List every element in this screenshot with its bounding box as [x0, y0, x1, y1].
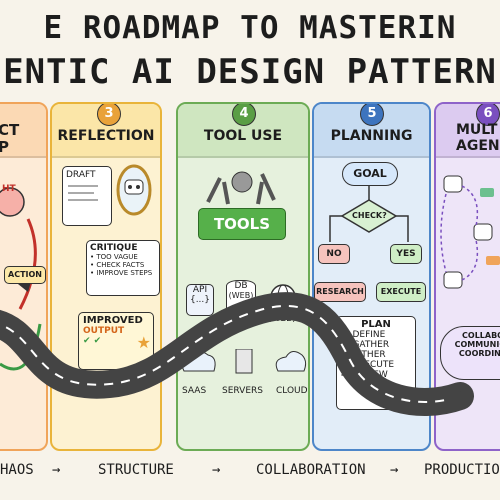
robot-icon-3: [473, 223, 493, 241]
react-action-box: ACTION: [4, 266, 46, 284]
goal-node: GOAL: [342, 162, 398, 186]
progression-line: HAOS → STRUCTURE → COLLABORATION → PRODU…: [0, 462, 500, 486]
react-loop-drawing: [0, 187, 42, 371]
critique-item: • CHECK FACTS: [90, 261, 145, 269]
collab-line: COLLABO: [462, 331, 500, 340]
progression-step: STRUCTURE: [98, 462, 174, 478]
progression-step: PRODUCTIO: [424, 462, 500, 478]
tools-drawing: [206, 171, 276, 205]
page-title-line-1: E ROADMAP TO MASTERIN: [43, 10, 457, 46]
mirror-robot-icon: [116, 164, 152, 216]
robot-icon-2: [443, 271, 463, 289]
cloud-icon: [181, 351, 216, 372]
api-label: API: [192, 285, 208, 295]
draft-document: DRAFT: [62, 166, 112, 226]
progression-arrow: →: [52, 462, 61, 478]
progression-arrow: →: [212, 462, 221, 478]
robot-icon: [443, 175, 463, 193]
plan-item: 1. DEFINE: [341, 330, 386, 340]
step-number-4: 4: [232, 104, 256, 126]
gear-icon: [231, 171, 253, 193]
web-label: (WEB): [228, 291, 254, 300]
web-label-2: (WEB): [268, 314, 296, 324]
brain-icon: [0, 187, 25, 217]
chat-bubble-icon: [480, 188, 494, 197]
draft-label: DRAFT: [66, 170, 96, 180]
flowchart-arrows: [329, 186, 409, 242]
critique-title: CRITIQUE: [90, 243, 138, 253]
plan-item: GATHER: [349, 350, 386, 360]
check-label: CHECK?: [352, 211, 387, 220]
critique-item: • TOO VAGUE: [90, 253, 138, 261]
panel-multi-agent: 6 MULT AGEN COLLABO COMMUNICA COORDINA: [434, 102, 500, 451]
panel-react-title: CT P: [0, 121, 20, 156]
chat-bubble-icon-2: [486, 256, 500, 265]
critique-item: • IMPROVE STEPS: [90, 269, 153, 277]
execute-node: EXECUTE: [376, 282, 426, 302]
panel-planning-title: PLANNING: [330, 128, 413, 144]
panel-multi-agent-title: MULT AGEN: [456, 122, 500, 154]
plan-title: PLAN: [361, 319, 391, 330]
panel-react: CT P HT ACTION: [0, 102, 48, 451]
step-number-3: 3: [97, 104, 121, 126]
api-sub-label: {...}: [189, 295, 211, 305]
plan-item: 3. EXECUTE: [341, 360, 395, 370]
progression-step: HAOS: [0, 462, 34, 478]
infra-icons: [181, 349, 307, 374]
plan-item: 2. GATHER: [341, 340, 390, 350]
star-icon: ★: [136, 333, 151, 352]
plan-item: 4. REVIEW: [341, 370, 388, 380]
panel-tool-use: 4 TOOL USE TOOLS API {...} DB (WEB) (WEB…: [176, 102, 310, 451]
progression-step: COLLABORATION: [256, 462, 366, 478]
panel-planning: 5 PLANNING GOAL CHECK? NO YES RESEARCH E…: [312, 102, 431, 451]
plan-checklist: PLAN 1. DEFINE 2. GATHER GATHER 3. EXECU…: [336, 316, 416, 410]
draft-lines: [68, 185, 98, 201]
panel-tool-use-title: TOOL USE: [203, 128, 283, 144]
saas-label: SAAS: [182, 386, 207, 396]
globe-icon: [270, 284, 296, 310]
loop-arrow-green: [0, 323, 42, 371]
yes-node: YES: [390, 244, 422, 264]
collab-line: COORDINA: [458, 349, 500, 358]
collab-line: COMMUNICA: [454, 340, 500, 349]
step-number-5: 5: [360, 104, 384, 126]
critique-note: CRITIQUE • TOO VAGUE • CHECK FACTS • IMP…: [86, 240, 160, 296]
loop-arrow: [18, 218, 37, 310]
wrench-icon: [206, 173, 276, 205]
improved-label: IMPROVED: [83, 315, 143, 326]
research-node: RESEARCH: [314, 282, 366, 302]
agent-network-drawing: [440, 175, 500, 289]
progression-arrow: →: [390, 462, 399, 478]
db-tool: DB (WEB): [226, 280, 256, 316]
db-label: DB: [234, 281, 248, 291]
decision-diamond: [340, 199, 398, 233]
react-thought-label: HT: [2, 184, 16, 194]
servers-label: SERVERS: [222, 386, 263, 396]
api-tool: API {...}: [186, 284, 214, 316]
tools-box: TOOLS: [198, 208, 286, 240]
panel-reflection: 3 REFLECTION DRAFT CRITIQUE • TOO VAGUE …: [50, 102, 162, 451]
collaboration-cloud: COLLABO COMMUNICA COORDINA: [440, 326, 500, 380]
page-title-line-2: ENTIC AI DESIGN PATTERN: [3, 52, 497, 92]
cloud-label: CLOUD: [276, 386, 308, 396]
server-icon: [235, 349, 253, 374]
cloud-icon-2: [275, 351, 307, 372]
improved-output-document: IMPROVED OUTPUT ★ ✔ ✔: [78, 312, 154, 370]
panel-reflection-title: REFLECTION: [57, 128, 155, 144]
no-node: NO: [318, 244, 350, 264]
